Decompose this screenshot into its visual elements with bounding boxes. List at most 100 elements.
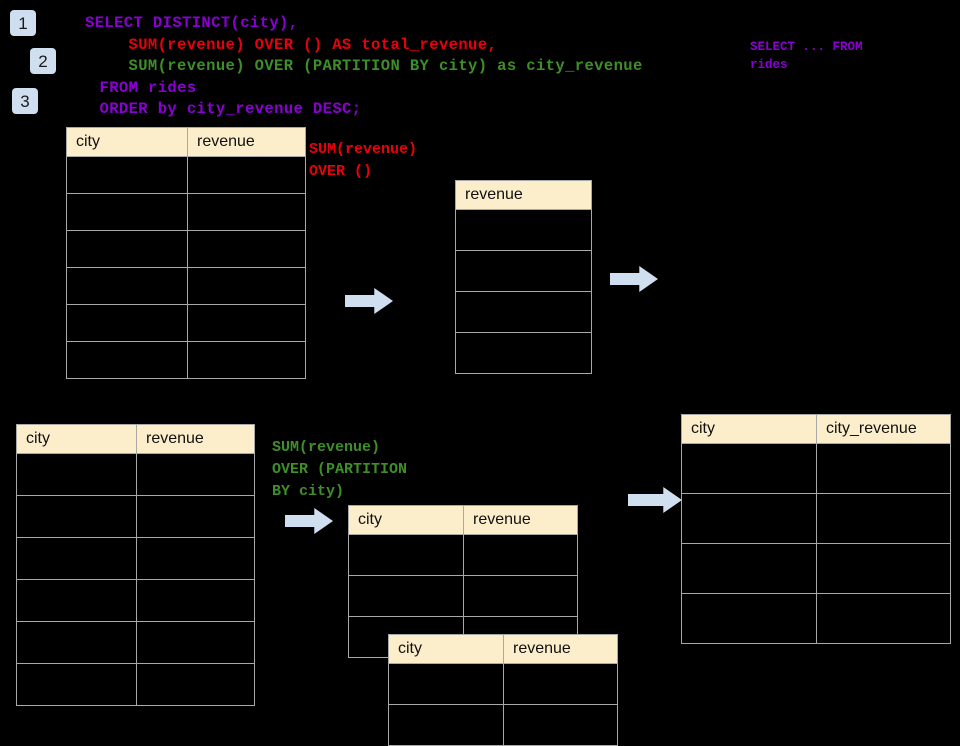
- table-cell: [503, 663, 618, 705]
- column-header-city: city: [388, 634, 504, 664]
- table-row: [66, 341, 306, 379]
- column-header-city: city: [681, 414, 817, 444]
- table-cell: [187, 230, 306, 268]
- column-header-revenue: revenue: [503, 634, 618, 664]
- table-cell: [816, 543, 951, 594]
- table-row: [681, 543, 951, 594]
- table-cell: [455, 250, 592, 292]
- table-cell: [136, 453, 255, 496]
- table-cell: [463, 534, 578, 576]
- table-row: [681, 593, 951, 644]
- sql-line-1: SELECT DISTINCT(city),: [85, 14, 299, 32]
- column-header-revenue: revenue: [455, 180, 592, 210]
- table-cell: [187, 304, 306, 342]
- table-cell: [455, 291, 592, 333]
- table-cell: [681, 493, 817, 544]
- table-row: [16, 621, 255, 664]
- column-header-city: city: [16, 424, 137, 454]
- step-badge-1: 1: [10, 10, 36, 36]
- sql-line-3: SUM(revenue) OVER (PARTITION BY city) as…: [128, 57, 643, 75]
- table-cell: [187, 267, 306, 305]
- column-header-city: city: [348, 505, 464, 535]
- arrow-total-to-result-icon: [610, 266, 658, 292]
- table-cell: [66, 156, 188, 194]
- table-cell: [348, 534, 464, 576]
- table-cell: [66, 304, 188, 342]
- table-row: [455, 332, 592, 374]
- column-header-revenue: revenue: [463, 505, 578, 535]
- step-badge-3: 3: [12, 88, 38, 114]
- table-cell: [136, 495, 255, 538]
- table-cell: [348, 575, 464, 617]
- table-cell: [136, 579, 255, 622]
- table-cell: [136, 663, 255, 706]
- table-cell: [816, 593, 951, 644]
- arrow-source-to-partition-icon: [285, 508, 333, 534]
- table-row: [455, 291, 592, 333]
- table-cell: [463, 575, 578, 617]
- table-row: [16, 495, 255, 538]
- table-cell: [455, 209, 592, 251]
- arrow-partition-to-result-icon: [628, 487, 682, 513]
- table-row: [66, 267, 306, 305]
- column-header-revenue: revenue: [136, 424, 255, 454]
- table-cell: [66, 193, 188, 231]
- table-row: [388, 704, 618, 746]
- table-cell: [816, 493, 951, 544]
- table-cell: [455, 332, 592, 374]
- table-cell: [16, 579, 137, 622]
- column-header-city_revenue: city_revenue: [816, 414, 951, 444]
- sql-line-2: SUM(revenue) OVER () AS total_revenue,: [128, 35, 498, 54]
- table-row: [455, 209, 592, 251]
- table-row: [348, 575, 578, 617]
- step-badge-2: 2: [30, 48, 56, 74]
- annotation-sum-over-partition: SUM(revenue) OVER (PARTITION BY city): [272, 439, 408, 500]
- table-cell: [388, 663, 504, 705]
- table-cell: [16, 453, 137, 496]
- sql-line-5: ORDER by city_revenue DESC;: [99, 100, 362, 118]
- sql-line-4: FROM rides: [99, 78, 197, 97]
- table-row: [681, 443, 951, 494]
- table-cell: [136, 621, 255, 664]
- table-cell: [136, 537, 255, 580]
- table-row: [348, 534, 578, 576]
- table-cell: [187, 156, 306, 194]
- table-cell: [66, 230, 188, 268]
- table-cell: [187, 341, 306, 379]
- table-cell: [681, 593, 817, 644]
- table-row: [681, 493, 951, 544]
- table-total-revenue: revenue: [455, 180, 592, 374]
- table-row: [66, 304, 306, 342]
- table-cell: [681, 543, 817, 594]
- table-cell: [16, 663, 137, 706]
- table-row: [16, 579, 255, 622]
- table-cell: [816, 443, 951, 494]
- column-header-revenue: revenue: [187, 127, 306, 157]
- arrow-source-to-total-icon: [345, 288, 393, 314]
- diagram-canvas: 1 2 3 SELECT DISTINCT(city), SUM(revenue) O…: [10, 10, 951, 746]
- table-row: [66, 156, 306, 194]
- table-cell: [187, 193, 306, 231]
- table-cell: [681, 443, 817, 494]
- table-cell: [388, 704, 504, 746]
- table-cell: [16, 537, 137, 580]
- table-row: [455, 250, 592, 292]
- table-cell: [503, 704, 618, 746]
- column-header-city: city: [66, 127, 188, 157]
- annotation-sum-over-empty: SUM(revenue) OVER (): [309, 141, 418, 180]
- table-row: [66, 230, 306, 268]
- table-cell: [66, 267, 188, 305]
- table-cell: [16, 621, 137, 664]
- table-row: [16, 453, 255, 496]
- table-cell: [66, 341, 188, 379]
- table-row: [16, 663, 255, 706]
- annotation-select-from-rides: SELECT ... FROM rides: [750, 40, 863, 72]
